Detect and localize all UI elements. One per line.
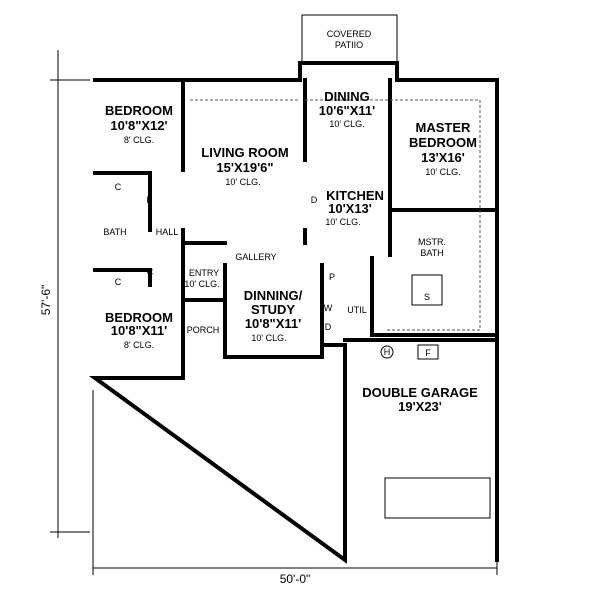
bedroom1-name: BEDROOM [105,103,173,118]
study-name: DINNING/ [244,288,303,303]
furnace-marker: F [425,348,431,358]
bedroom1-size: 10'8"X12' [110,118,167,133]
washer-marker: W [324,303,333,313]
master-bath-label: MSTR. [418,237,446,247]
closet-marker: C [115,182,122,192]
util-label: UTIL [347,305,367,315]
dining-name: DINING [324,89,370,104]
depth-dimension [50,50,90,538]
garage-size: 19'X23' [398,399,442,414]
covered-patio [301,14,398,64]
hall-label: HALL [156,227,179,237]
study-name-2: STUDY [251,302,295,317]
bedroom2-ceiling: 8' CLG. [124,340,154,350]
patio-label-2: PATIIO [335,40,363,50]
kitchen-size: 10'X13' [328,201,372,216]
living-name: LIVING ROOM [201,145,288,160]
study-ceiling: 10' CLG. [251,333,286,343]
interior-walls [93,78,499,359]
width-label: 50'-0" [280,572,311,586]
porch-label: PORCH [187,325,220,335]
master-name-2: BEDROOM [409,135,477,150]
heater-marker: H [384,347,391,357]
closet-marker: C [115,277,122,287]
depth-label: 57'-6" [39,285,53,316]
pantry-marker: P [329,272,335,282]
dishwasher-marker: D [311,195,318,205]
bedroom2-name: BEDROOM [105,310,173,325]
entry-label: ENTRY [189,268,219,278]
bedroom1-ceiling: 8' CLG. [124,135,154,145]
dryer-marker: D [325,322,332,332]
garage-door [384,477,491,519]
bath-label: BATH [103,227,126,237]
patio-label: COVERED [327,29,372,39]
bedroom2-size: 10'8"X11' [111,323,167,338]
width-dimension [92,390,498,575]
dining-ceiling: 10' CLG. [329,119,364,129]
kitchen-name: KITCHEN [326,188,384,203]
furnace [417,344,439,360]
study-size: 10'8"X11' [245,316,301,331]
closet-marker: C [147,267,154,277]
gallery-label: GALLERY [235,252,276,262]
master-size: 13'X16' [421,150,465,165]
master-ceiling: 10' CLG. [425,167,460,177]
linen-marker: L [146,195,151,205]
shower [411,274,443,306]
dining-size: 10'6"X11' [319,103,375,118]
garage-name: DOUBLE GARAGE [362,385,478,400]
living-ceiling: 10' CLG. [225,177,260,187]
entry-ceiling: 10' CLG. [184,279,219,289]
water-heater [380,345,394,359]
shower-marker: S [424,292,430,302]
master-name: MASTER [416,120,472,135]
living-size: 15'X19'6" [216,160,273,175]
kitchen-ceiling: 10' CLG. [325,217,360,227]
master-bath-label-2: BATH [420,248,443,258]
